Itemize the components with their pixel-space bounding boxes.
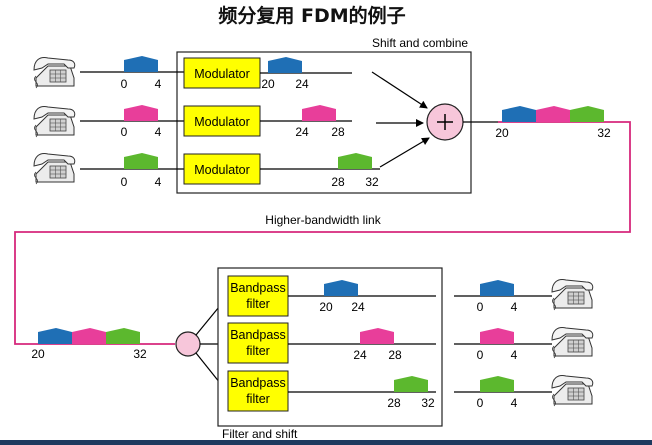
input-spectrum-channel-2 xyxy=(124,105,158,121)
modulator-box-2 xyxy=(183,105,261,137)
output-range-end: 4 xyxy=(511,396,518,410)
link-label: Higher-bandwidth link xyxy=(265,213,381,227)
output-spectrum-channel-2 xyxy=(480,328,514,344)
output-range-start: 0 xyxy=(477,396,484,410)
output-range-end: 4 xyxy=(511,348,518,362)
shifted-range-end: 24 xyxy=(295,77,309,91)
telephone-icon xyxy=(551,327,594,359)
filter-band-end: 24 xyxy=(351,300,365,314)
output-range-start: 0 xyxy=(477,348,484,362)
filter-label-line2: filter xyxy=(246,344,270,358)
filter-label-line2: filter xyxy=(246,297,270,311)
bandpass-filter-box-1 xyxy=(227,275,289,317)
splitter-circle-icon xyxy=(175,331,201,357)
input-range-start: 0 xyxy=(121,77,128,91)
telephone-icon xyxy=(33,57,76,89)
shifted-spectrum-channel-2 xyxy=(302,105,336,121)
bandpass-filter-box-3 xyxy=(227,370,289,412)
shifted-range-start: 24 xyxy=(295,125,309,139)
filtered-spectrum-channel-2 xyxy=(360,328,394,344)
filter-band-start: 28 xyxy=(387,396,401,410)
page-title: 频分复用 FDM的例子 xyxy=(218,4,405,27)
demux-label: Filter and shift xyxy=(222,427,298,441)
combined-range-end: 32 xyxy=(597,126,611,140)
input-spectrum-channel-3 xyxy=(124,153,158,169)
mux-label: Shift and combine xyxy=(372,36,468,50)
modulator-label: Modulator xyxy=(194,163,250,177)
filter-label-line1: Bandpass xyxy=(230,328,286,342)
filter-band-end: 32 xyxy=(421,396,435,410)
shifted-range-start: 28 xyxy=(331,175,345,189)
shifted-range-end: 28 xyxy=(331,125,345,139)
modulator-box-3 xyxy=(183,153,261,185)
input-range-end: 4 xyxy=(155,77,162,91)
shifted-spectrum-channel-3 xyxy=(338,153,372,169)
received-range-end: 32 xyxy=(133,347,147,361)
filter-label-line2: filter xyxy=(246,392,270,406)
filtered-spectrum-channel-1 xyxy=(324,280,358,296)
received-spectrum-channel-1 xyxy=(38,328,72,344)
output-range-end: 4 xyxy=(511,300,518,314)
output-spectrum-channel-3 xyxy=(480,376,514,392)
filter-band-start: 24 xyxy=(353,348,367,362)
input-range-end: 4 xyxy=(155,125,162,139)
input-range-start: 0 xyxy=(121,125,128,139)
filtered-spectrum-channel-3 xyxy=(394,376,428,392)
combined-range-start: 20 xyxy=(495,126,509,140)
output-range-start: 0 xyxy=(477,300,484,314)
telephone-icon xyxy=(551,279,594,311)
modulator-label: Modulator xyxy=(194,67,250,81)
combined-spectrum-channel-1 xyxy=(502,106,536,122)
received-range-start: 20 xyxy=(31,347,45,361)
combined-spectrum-channel-3 xyxy=(570,106,604,122)
shifted-range-start: 20 xyxy=(261,77,275,91)
shifted-range-end: 32 xyxy=(365,175,379,189)
filter-label-line1: Bandpass xyxy=(230,281,286,295)
input-range-end: 4 xyxy=(155,175,162,189)
received-spectrum-channel-2 xyxy=(72,328,106,344)
input-range-start: 0 xyxy=(121,175,128,189)
output-spectrum-channel-1 xyxy=(480,280,514,296)
filter-band-start: 20 xyxy=(319,300,333,314)
filter-band-end: 28 xyxy=(388,348,402,362)
modulator-label: Modulator xyxy=(194,115,250,129)
bottom-accent-bar xyxy=(0,440,652,445)
telephone-icon xyxy=(33,106,76,138)
shifted-spectrum-channel-1 xyxy=(268,57,302,73)
combined-spectrum-channel-2 xyxy=(536,106,570,122)
modulator-box-1 xyxy=(183,57,261,89)
telephone-icon xyxy=(551,375,594,407)
input-spectrum-channel-1 xyxy=(124,56,158,72)
bandpass-filter-box-2 xyxy=(227,322,289,364)
filter-label-line1: Bandpass xyxy=(230,376,286,390)
received-spectrum-channel-3 xyxy=(106,328,140,344)
telephone-icon xyxy=(33,153,76,185)
